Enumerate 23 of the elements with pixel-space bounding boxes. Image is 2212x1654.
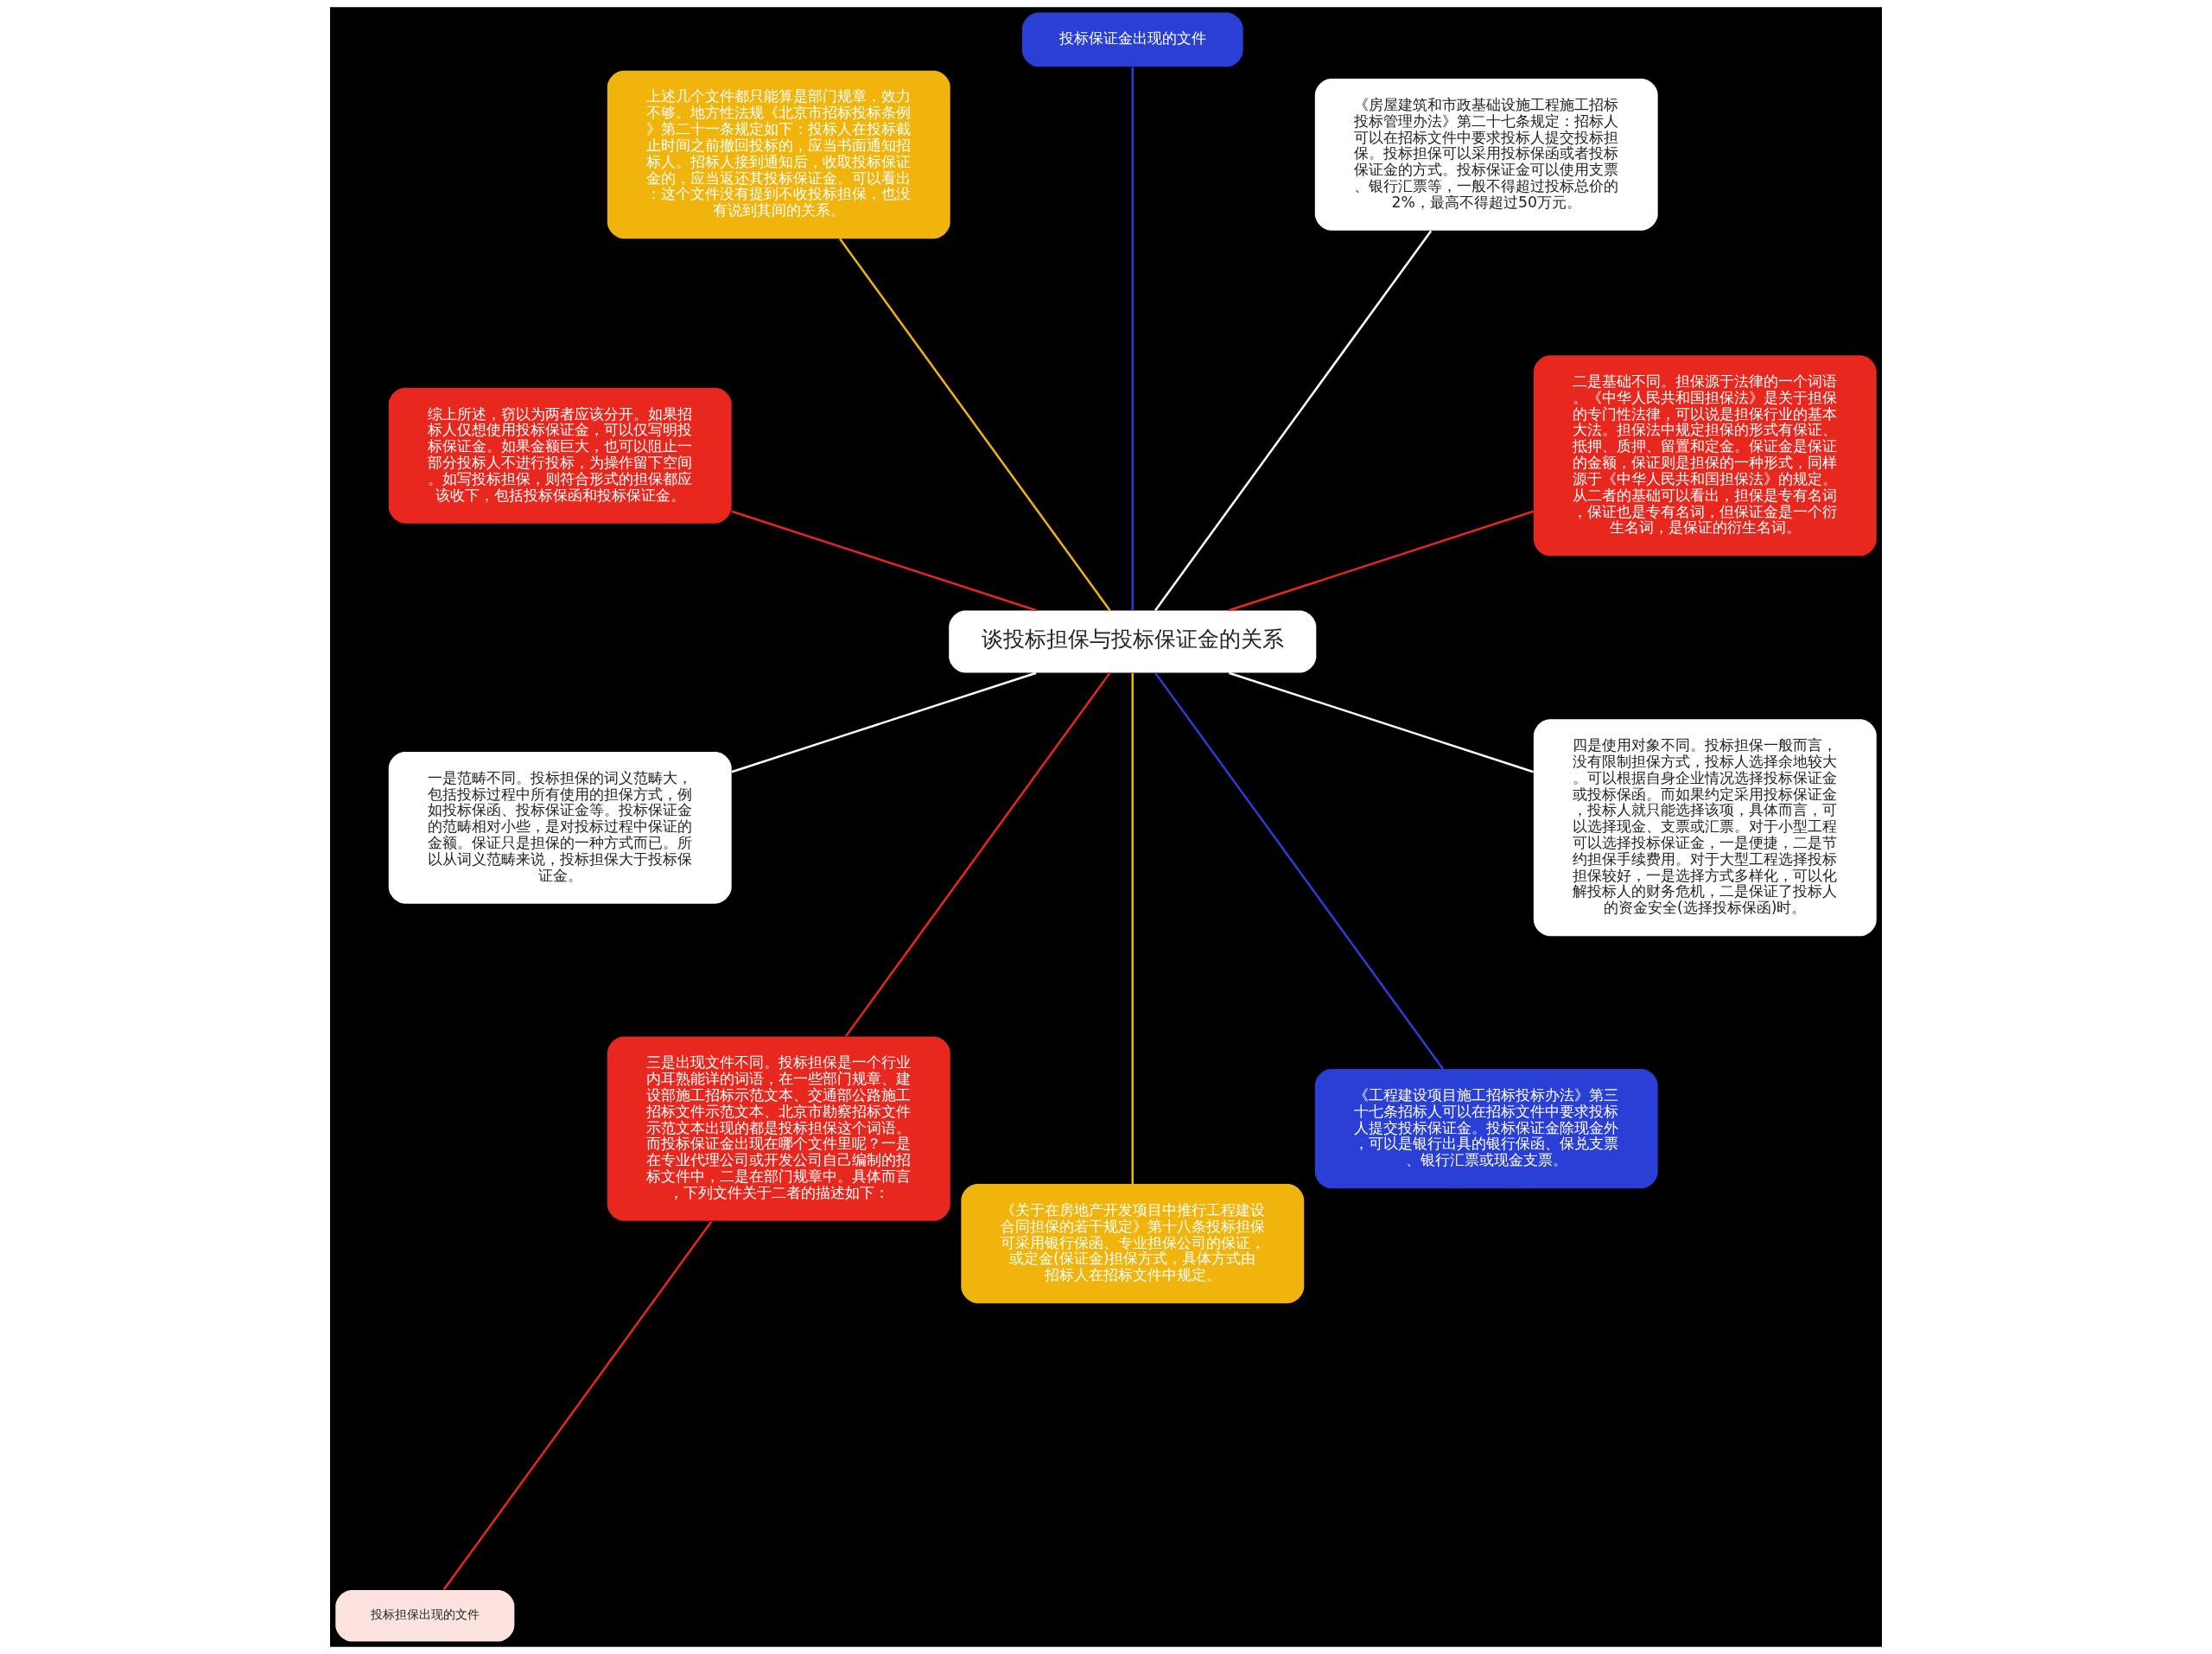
node-box: 谈投标担保与投标保证金的关系 <box>949 610 1317 673</box>
node-box: 《工程建设项目施工招标投标办法》第三十七条招标人可以在招标文件中要求投标人提交投标保证金。投标保证金除现金外，可以是银行出具的银行保函、保兑支票、银行汇票或现金支票。 <box>1314 1069 1658 1189</box>
node-box: 一是范畴不同。投标担保的词义范畴大，包括投标过程中所有使用的担保方式，例如投标保函、投标保证金等。投标保证金的范畴相对小些，是对投标过程中保证的金额。保证只是担保的一种方式而已。所以从词义范畴来说，投标担保大于投标保证金。 <box>388 751 732 904</box>
connector <box>838 238 1111 612</box>
connector <box>1131 673 1134 1184</box>
connector <box>731 671 1037 773</box>
node-box: 四是使用对象不同。投标担保一般而言，没有限制担保方式，投标人选择余地较大。可以根据自身企业情况选择投标保证金或投标保函。而如果约定采用投标保证金，投标人就只能选择该项，具体而言，可以选择现金、支票或汇票。对于小型工程可以选择投标保证金，一是便捷，二是节约担保手续费用。对于大型工程选择投标担保较好，一是选择方式多样化，可以化解投标人的财务危机，二是保证了投标人的资金安全(选择投标保函)时。 <box>1533 719 1877 937</box>
connector <box>1154 230 1433 612</box>
connector <box>1229 671 1535 773</box>
connector <box>731 510 1037 612</box>
node-box: 三是出现文件不同。投标担保是一个行业内耳熟能详的词语，在一些部门规章、建设部施工招标示范文本、交通部公路施工招标文件示范文本、北京市勘察招标文件示范文本出现的都是投标担保这个词语。而投标保证金出现在哪个文件里呢？一是在专业代理公司或开发公司自己编制的招标文件中，二是在部门规章中。具体而言，下列文件关于二者的描述如下： <box>607 1036 950 1221</box>
connector <box>845 671 1111 1037</box>
node-box: 《房屋建筑和市政基础设施工程施工招标投标管理办法》第二十七条规定：招标人可以在招标文件中要求投标人提交投标担保。投标担保可以采用投标保函或者投标保证金的方式。投标保证金可以使用支票、银行汇票等，一般不得超过投标总价的2%，最高不得超过50万元。 <box>1314 79 1658 231</box>
node-box: 上述几个文件都只能算是部门规章，效力不够。地方性法规《北京市招标投标条例》第二十一条规定如下：投标人在投标截止时间之前撤回投标的，应当书面通知招标人。招标人接到通知后，收取投标保证金的，应当返还其投标保证金。可以看出：这个文件没有提到不收投标担保，也没有说到其间的关系。 <box>607 70 950 239</box>
node-box: 《关于在房地产开发项目中推行工程建设合同担保的若干规定》第十八条投标担保可采用银行保函、专业担保公司的保证，或定金(保证金)担保方式，具体方式由招标人在招标文件中规定。 <box>961 1184 1305 1304</box>
node-box: 二是基础不同。担保源于法律的一个词语。《中华人民共和国担保法》是关于担保的专门性法律，可以说是担保行业的基本大法。担保法中规定担保的形式有保证、抵押、质押、留置和定金。保证金是保证的金额，保证则是担保的一种形式，同样源于《中华人民共和国担保法》的规定。从二者的基础可以看出，担保是专有名词，保证也是专有名词，但保证金是一个衍生名词，是保证的衍生名词。 <box>1533 355 1877 557</box>
connector <box>1154 671 1444 1070</box>
node-box: 投标担保出现的文件 <box>335 1589 515 1642</box>
node-box: 综上所述，窃以为两者应该分开。如果招标人仅想使用投标保证金，可以仅写明投标保证金。如果金额巨大，也可以阻止一部分投标人不进行投标，为操作留下空间。如写投标担保，则符合形式的担保都应该收下，包括投标保函和投标保证金。 <box>388 387 732 524</box>
connector <box>442 1220 713 1591</box>
node-box: 投标保证金出现的文件 <box>1021 12 1243 67</box>
connector <box>1131 67 1134 611</box>
connector <box>1229 510 1535 612</box>
